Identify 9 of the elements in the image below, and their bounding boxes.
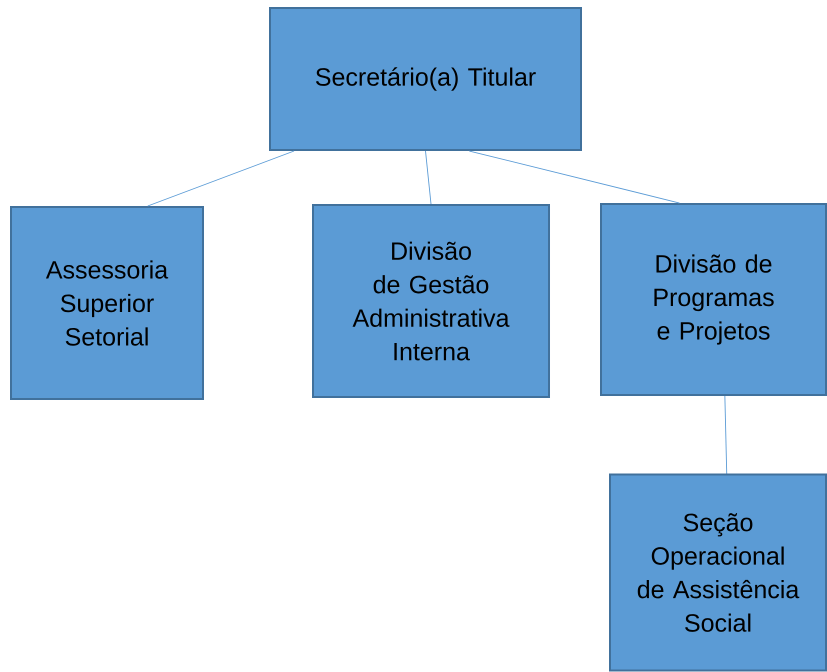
- org-box: Seção Operacional de Assistência Social: [609, 474, 827, 672]
- org-box: Assessoria Superior Setorial: [10, 206, 204, 400]
- org-box: Secretário(a) Titular: [269, 7, 582, 151]
- connector-line: [425, 150, 432, 204]
- connector-line: [147, 150, 294, 206]
- connector-line: [468, 150, 680, 204]
- org-box: Divisão de Programas e Projetos: [600, 203, 827, 396]
- org-box: Divisão de Gestão Administrativa Interna: [312, 204, 550, 398]
- connector-line: [724, 396, 728, 474]
